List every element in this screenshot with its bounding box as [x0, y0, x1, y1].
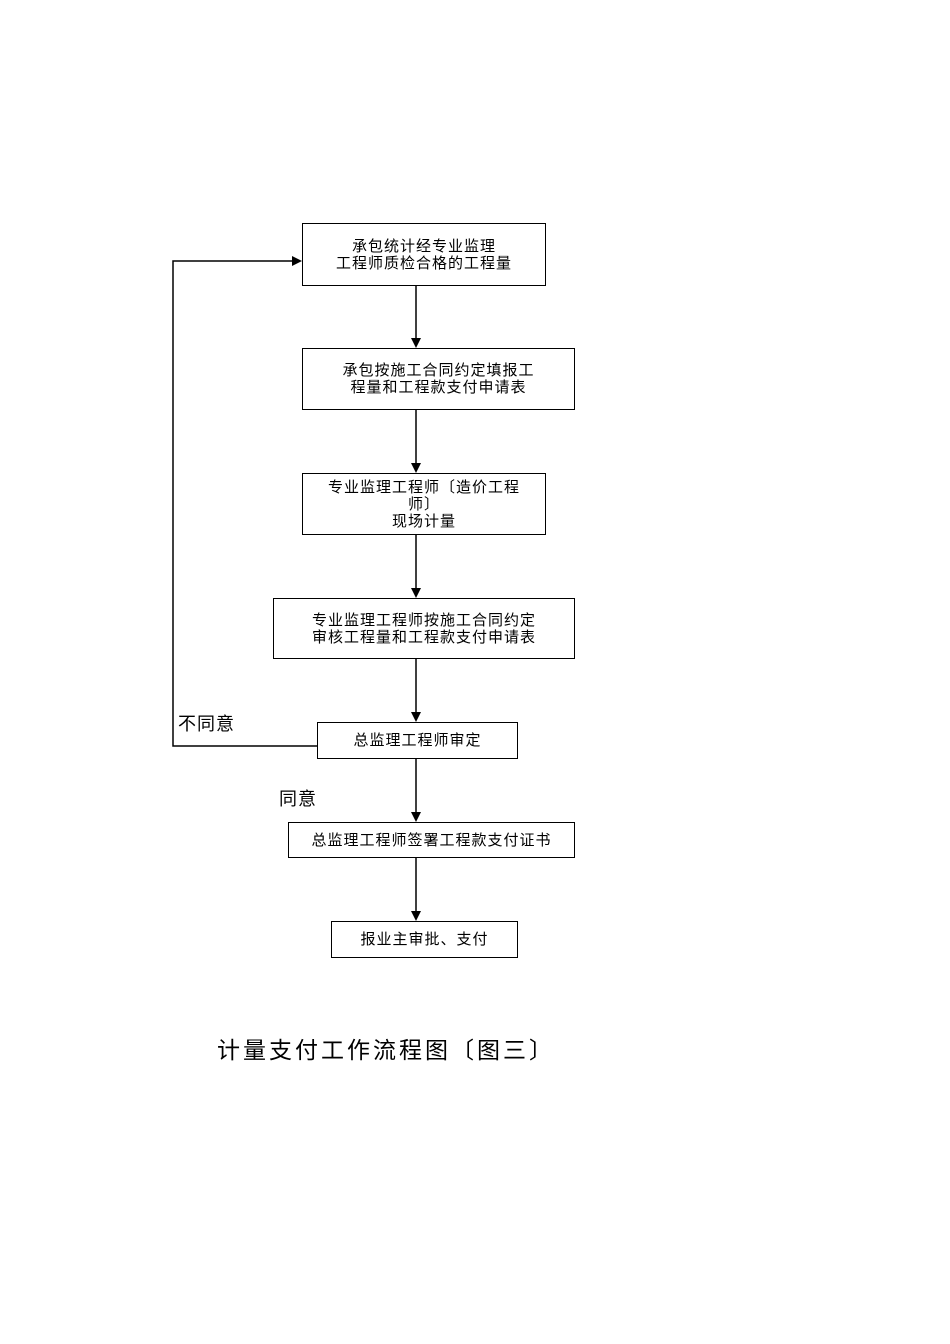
figure-caption: 计量支付工作流程图〔图三〕	[217, 1038, 555, 1064]
step-3-line-1: 专业监理工程师〔造价工程	[327, 477, 520, 496]
reject-loop-line	[172, 260, 317, 747]
step-5-box: 总监理工程师审定	[317, 722, 518, 759]
step-1-box: 承包统计经专业监理 工程师质检合格的工程量	[302, 223, 546, 286]
step-7-line-1: 报业主审批、支付	[360, 930, 489, 948]
arrowhead-4-5	[411, 712, 421, 722]
step-4-box: 专业监理工程师按施工合同约定 审核工程量和工程款支付申请表	[273, 598, 575, 659]
step-3-line-3: 现场计量	[391, 511, 456, 530]
arrowhead-2-3	[411, 463, 421, 473]
step-6-box: 总监理工程师签署工程款支付证书	[288, 822, 575, 858]
step-2-line-1: 承包按施工合同约定填报工	[342, 361, 535, 379]
step-4-line-1: 专业监理工程师按施工合同约定	[311, 610, 536, 629]
step-6-line-1: 总监理工程师签署工程款支付证书	[311, 830, 552, 849]
step-2-line-2: 程量和工程款支付申请表	[350, 378, 527, 396]
step-1-line-2: 工程师质检合格的工程量	[335, 253, 512, 272]
reject-loop-arrowhead	[292, 256, 302, 266]
step-3-box: 专业监理工程师〔造价工程 师〕 现场计量	[302, 473, 546, 535]
reject-label: 不同意	[178, 714, 235, 735]
arrowhead-6-7	[411, 911, 421, 921]
arrowhead-5-6	[411, 812, 421, 822]
step-4-line-2: 审核工程量和工程款支付申请表	[311, 627, 536, 646]
step-3-line-2: 师〕	[407, 494, 440, 513]
arrowhead-1-2	[411, 338, 421, 348]
step-2-box: 承包按施工合同约定填报工 程量和工程款支付申请表	[302, 348, 575, 410]
step-5-line-1: 总监理工程师审定	[353, 731, 482, 749]
step-1-line-1: 承包统计经专业监理	[351, 236, 496, 255]
arrowhead-3-4	[411, 588, 421, 598]
approve-label: 同意	[279, 789, 317, 810]
step-7-box: 报业主审批、支付	[331, 921, 518, 958]
